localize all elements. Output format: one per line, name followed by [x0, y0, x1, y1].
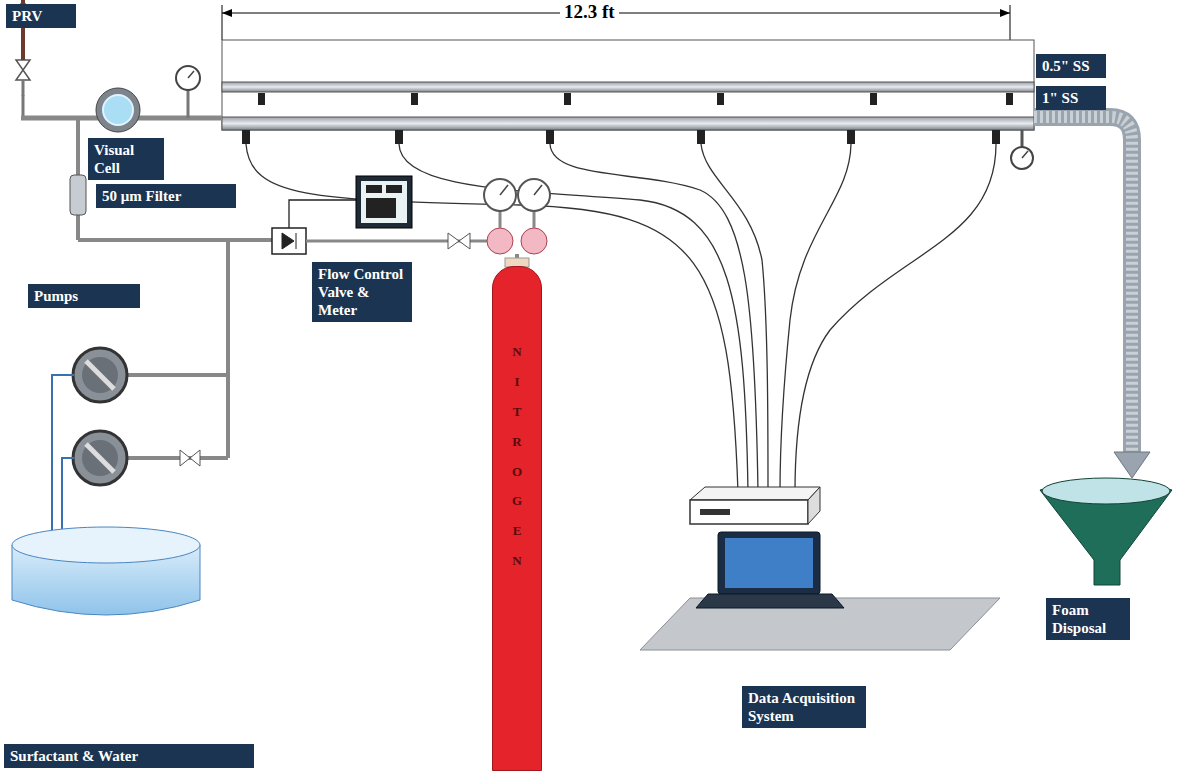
filter-label: 50 μm Filter [96, 184, 236, 208]
daq-label: Data Acquisition System [742, 686, 866, 728]
label-text: Flow Control Valve & Meter [318, 265, 406, 319]
flow-meter [356, 176, 412, 228]
inline-filter [70, 175, 86, 215]
label-text: NITROGEN [511, 337, 524, 576]
label-text: Foam Disposal [1052, 601, 1124, 637]
label-text: 1" SS [1042, 89, 1100, 107]
dimension-tick [1010, 5, 1011, 40]
daq-unit [690, 487, 820, 500]
label-text: Data Acquisition System [748, 689, 860, 725]
one-inch-tube [222, 117, 1034, 130]
laptop-base [696, 594, 844, 608]
flow-control-label: Flow Control Valve & Meter [312, 262, 412, 322]
dimension-tick [222, 5, 223, 40]
dimension-label: 12.3 ft [560, 1, 619, 23]
pump [73, 431, 127, 485]
prv-label: PRV [6, 4, 76, 28]
laptop-screen [718, 532, 820, 594]
tank-label: Surfactant & Water [4, 744, 254, 768]
label-text: Pumps [34, 287, 134, 305]
foam-surface [1042, 478, 1170, 504]
disposal-hose [1034, 117, 1132, 455]
disposal-arrow [1114, 452, 1150, 478]
gas-valve [448, 233, 470, 249]
half-inch-tube [222, 82, 1034, 92]
regulator [518, 179, 550, 254]
label-text: Surfactant & Water [10, 747, 248, 765]
pressure-taps [242, 93, 1013, 144]
label-text: 50 μm Filter [102, 187, 230, 205]
liquid-line [226, 240, 230, 458]
label-text: Visual Cell [94, 141, 158, 177]
pump-valve [180, 450, 200, 466]
label-text: 0.5" SS [1042, 57, 1100, 75]
tube-label: 0.5" SS [1036, 54, 1106, 78]
visual-cell-label: Visual Cell [88, 138, 164, 180]
pump [73, 348, 127, 402]
nitrogen-cylinder: NITROGEN [492, 266, 542, 771]
flow-control-valve [272, 228, 306, 254]
foam-disposal-label: Foam Disposal [1046, 598, 1130, 640]
sensor-wires [246, 144, 996, 492]
relief-valve [16, 60, 30, 80]
regulator [484, 179, 516, 254]
outlet-gauge [1011, 147, 1033, 169]
pumps-label: Pumps [28, 284, 140, 308]
assembly-frame [222, 40, 1034, 130]
visual-cell [96, 88, 140, 132]
inlet-gauge [176, 66, 200, 90]
label-text: PRV [12, 7, 70, 25]
tube-label: 1" SS [1036, 86, 1106, 110]
